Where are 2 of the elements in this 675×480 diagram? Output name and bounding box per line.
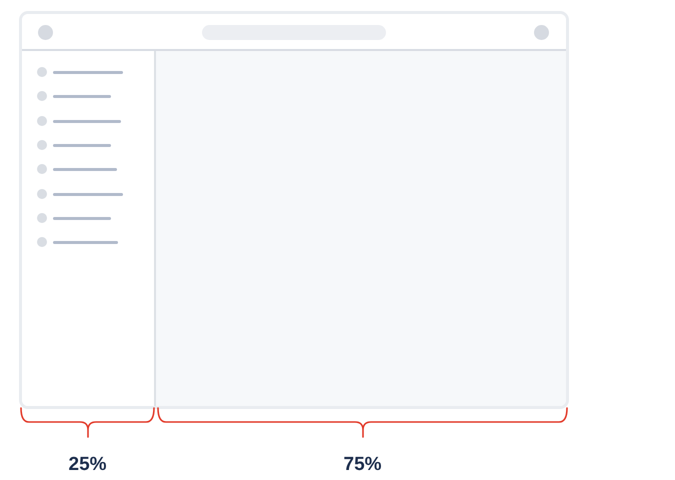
percentage-label: 75% bbox=[344, 453, 382, 477]
percentage-label: 25% bbox=[68, 453, 107, 477]
